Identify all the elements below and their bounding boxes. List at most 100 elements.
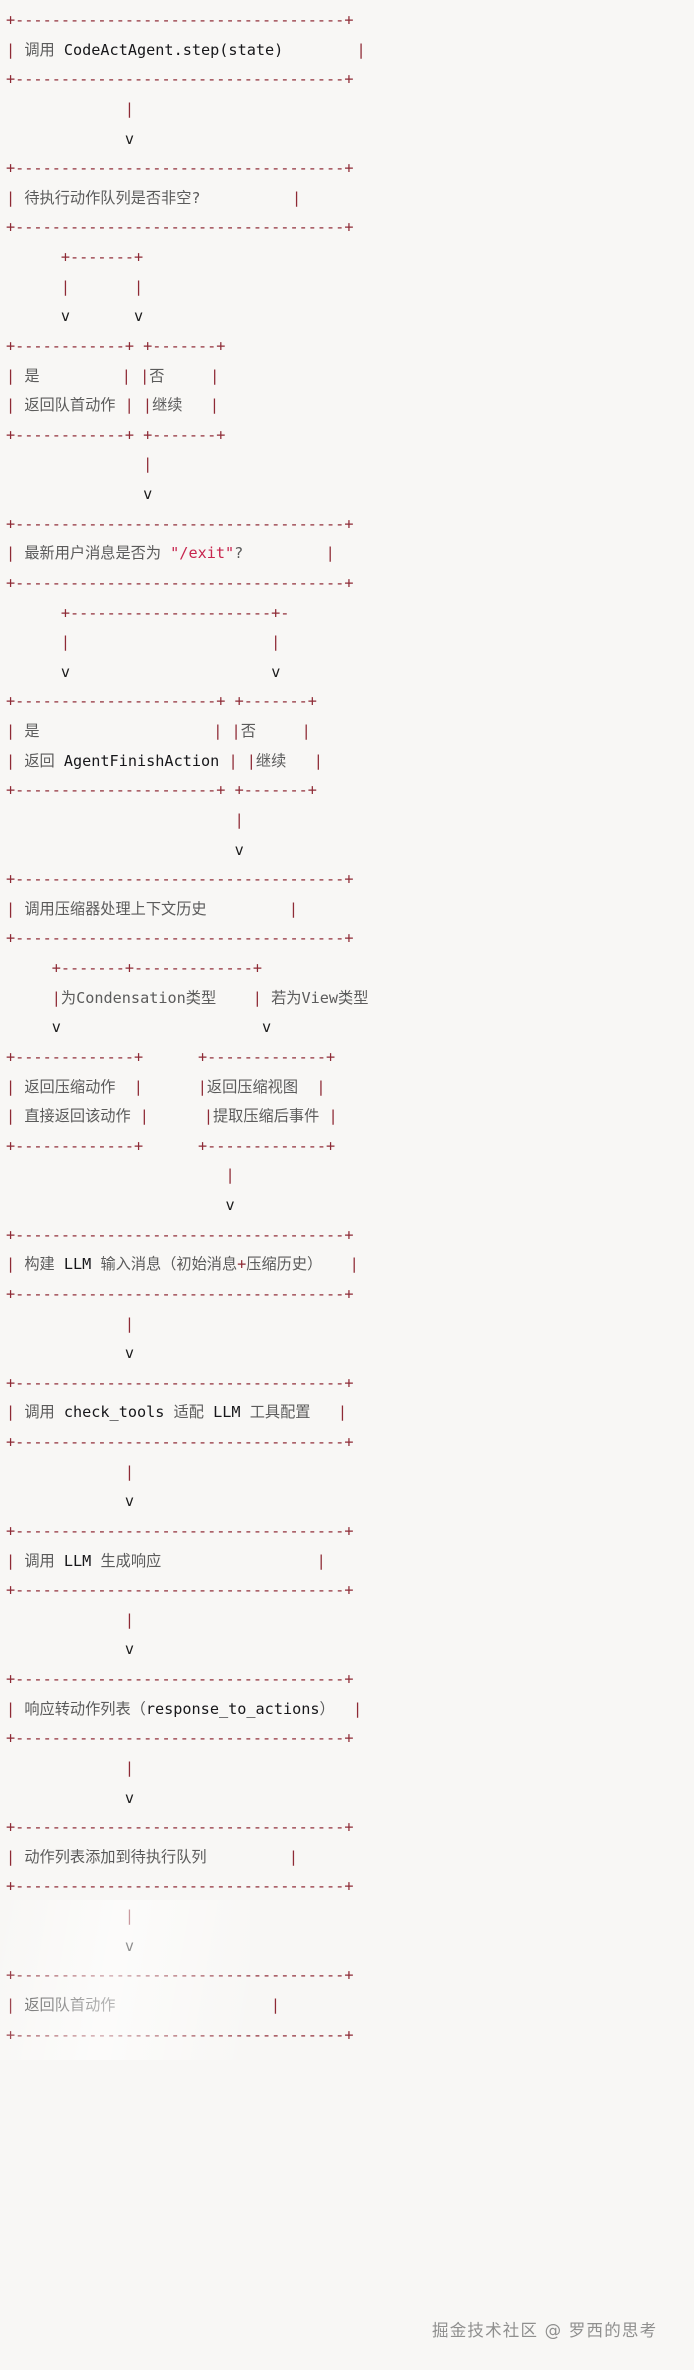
ascii-line: | 调用 CodeActAgent.step(state) | <box>6 36 694 66</box>
box-drawing-chars: | <box>6 188 16 207</box>
box-drawing-chars: | | <box>6 633 281 652</box>
ascii-line: | | <box>6 273 694 303</box>
ascii-line: v v <box>6 658 694 688</box>
arrow-glyph: v <box>225 1196 235 1214</box>
label-text: 输入消息（初始消息 <box>100 1255 238 1274</box>
box-drawing-chars: | <box>270 1995 281 2014</box>
ascii-line: +------------+ +-------+ <box>6 332 694 362</box>
ascii-line: | <box>6 1458 694 1488</box>
spacer <box>6 485 143 503</box>
ascii-line: |为Condensation类型 | 若为View类型 <box>6 984 694 1014</box>
spacer <box>207 1848 289 1866</box>
ascii-line: +------------------------------------+ <box>6 569 694 599</box>
code-token: check_tools <box>63 1403 165 1422</box>
box-drawing-chars: +------------------------------------+ <box>6 11 354 29</box>
spacer <box>131 367 140 385</box>
box-drawing-chars: +------------------------------------+ <box>6 1373 354 1392</box>
box-drawing-chars: | <box>140 366 150 385</box>
box-drawing-chars: +------------------------------------+ <box>6 1966 354 1985</box>
ascii-line: +----------------------+- <box>6 599 694 629</box>
ascii-line: v <box>6 1635 694 1665</box>
label-text: 继续 <box>255 751 287 770</box>
spacer <box>55 752 64 770</box>
box-drawing-chars: | <box>291 188 302 207</box>
ascii-line: +------------------------------------+ <box>6 1428 694 1458</box>
box-drawing-chars: +-------------+ +-------------+ <box>6 1136 336 1155</box>
box-drawing-chars: | <box>6 544 16 563</box>
label-text: 调用压缩器处理上下文历史 <box>24 899 207 918</box>
spacer <box>15 1996 24 2014</box>
box-drawing-chars: + <box>237 1255 247 1274</box>
spacer <box>298 1078 316 1096</box>
ascii-line: | 是 | |否 | <box>6 717 694 747</box>
ascii-line: | 调用压缩器处理上下文历史 | <box>6 895 694 925</box>
box-drawing-chars: +------------------------------------+ <box>6 1670 354 1688</box>
box-drawing-chars: | <box>328 1107 338 1126</box>
box-drawing-chars: +-------+ <box>6 248 144 266</box>
arrow-glyph: v <box>124 1492 135 1511</box>
ascii-line: | <box>6 95 694 125</box>
ascii-line: v <box>6 1932 694 1962</box>
box-drawing-chars: | <box>6 396 16 415</box>
box-drawing-chars: +------------------------------------+ <box>6 1877 354 1896</box>
box-drawing-chars: | <box>6 1551 16 1570</box>
box-drawing-chars: +-------------+ +-------------+ <box>6 1047 336 1066</box>
spacer <box>6 307 61 325</box>
label-text: 压缩历史） <box>246 1255 323 1274</box>
box-drawing-chars: | | <box>6 277 144 296</box>
box-drawing-chars: | <box>325 544 335 563</box>
ascii-line: | 调用 LLM 生成响应 | <box>6 1547 694 1577</box>
arrow-glyph: v <box>124 1788 135 1807</box>
spacer <box>15 752 24 770</box>
label-text: 响应转动作列表（ <box>24 1699 146 1718</box>
spacer <box>322 1255 349 1273</box>
spacer <box>6 1937 125 1955</box>
spacer <box>131 1107 140 1125</box>
ascii-line: v <box>6 480 694 510</box>
spacer <box>201 189 292 207</box>
ascii-line: | <box>6 1754 694 1784</box>
box-drawing-chars: | <box>6 1699 16 1718</box>
ascii-line: +------------------------------------+ <box>6 65 694 95</box>
ascii-line: +------------------------------------+ <box>6 1813 694 1843</box>
arrow-glyph: v <box>271 662 281 681</box>
arrow-glyph: v <box>124 1640 135 1659</box>
box-drawing-chars: | <box>6 1166 235 1185</box>
spacer <box>55 1403 64 1421</box>
spacer <box>286 752 313 770</box>
spacer <box>15 41 24 59</box>
spacer <box>15 900 24 918</box>
label-text: 生成响应 <box>100 1551 162 1570</box>
spacer <box>238 752 247 770</box>
arrow-glyph: v <box>60 307 71 326</box>
label-text: 工具配置 <box>249 1403 311 1422</box>
spacer <box>6 1344 125 1362</box>
label-text: ? <box>234 544 244 563</box>
label-text: 返回队首动作 <box>24 1995 116 2014</box>
box-drawing-chars: | <box>6 1847 16 1866</box>
code-token: LLM <box>63 1255 92 1274</box>
spacer <box>15 1848 24 1866</box>
ascii-line: +------------------------------------+ <box>6 154 694 184</box>
ascii-line: | 直接返回该动作 | |提取压缩后事件 | <box>6 1102 694 1132</box>
ascii-line: | 待执行动作队列是否非空? | <box>6 184 694 214</box>
ascii-line: +------------------------------------+ <box>6 2021 694 2051</box>
box-drawing-chars: | <box>210 366 220 385</box>
label-text: 构建 <box>24 1255 55 1274</box>
box-drawing-chars: | <box>6 1107 16 1126</box>
spacer <box>15 722 24 740</box>
ascii-line: +------------------------------------+ <box>6 1280 694 1310</box>
ascii-line: +------------------------------------+ <box>6 510 694 540</box>
spacer <box>6 1492 125 1510</box>
spacer <box>207 900 289 918</box>
ascii-line: +------------------------------------+ <box>6 1369 694 1399</box>
code-token: AgentFinishAction <box>63 751 220 770</box>
spacer <box>6 1789 125 1807</box>
ascii-line: | <box>6 1902 694 1932</box>
spacer <box>61 1018 262 1036</box>
spacer <box>6 1196 225 1214</box>
ascii-line: +------------------------------------+ <box>6 865 694 895</box>
box-drawing-chars: | <box>133 1077 143 1096</box>
spacer <box>216 989 253 1007</box>
label-text: 调用 <box>24 1551 55 1570</box>
